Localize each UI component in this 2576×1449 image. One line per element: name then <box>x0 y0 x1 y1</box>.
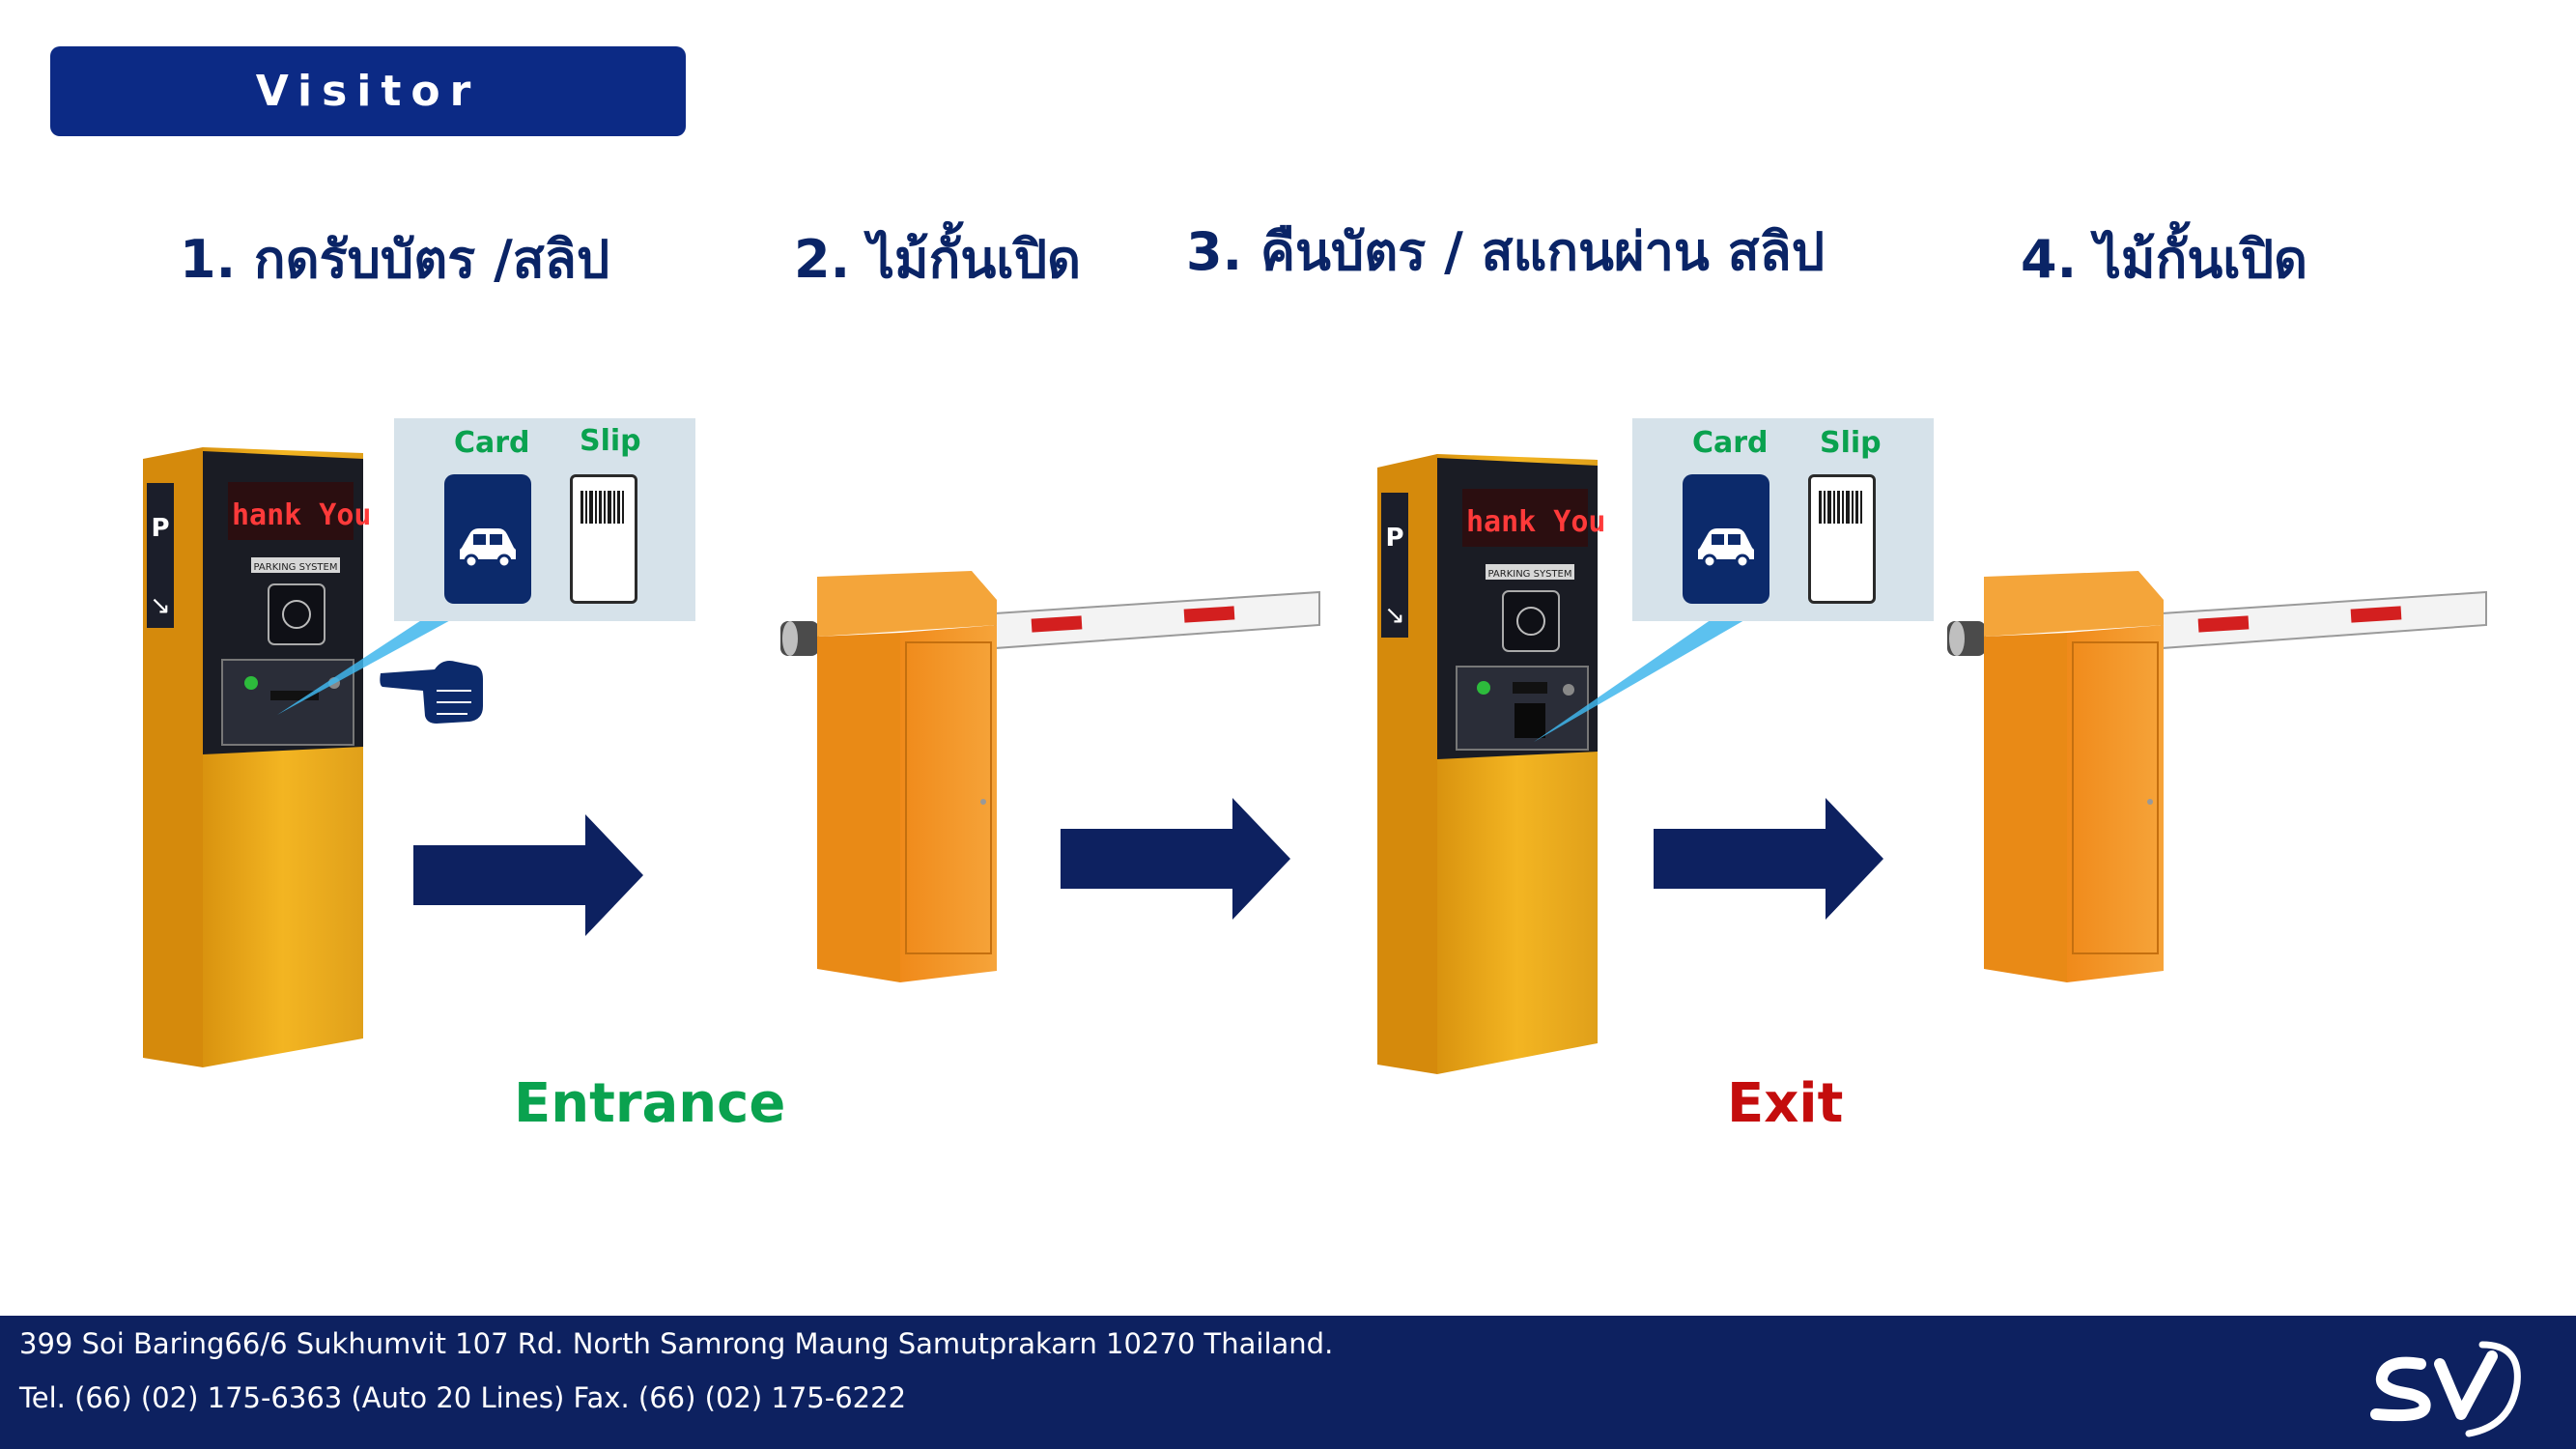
ticket-kiosk-exit: P ↘ hank You PARKING SYSTEM <box>1377 454 1606 1074</box>
arrow-right-icon-2 <box>1061 798 1290 920</box>
car-icon <box>1698 528 1754 569</box>
card-label: Card <box>454 426 530 460</box>
barrier-gate-1 <box>780 571 1320 982</box>
barcode-icon <box>580 491 624 524</box>
led-display-text-exit: hank You <box>1466 505 1606 539</box>
parking-slip <box>570 474 637 604</box>
parking-card <box>1683 474 1769 604</box>
footer: 399 Soi Baring66/6 Sukhumvit 107 Rd. Nor… <box>0 1316 2576 1449</box>
page-title: Visitor <box>255 67 481 116</box>
step-1-heading: 1. กดรับบัตร /สลิป <box>180 229 610 290</box>
svg-text:↘: ↘ <box>150 591 171 620</box>
arrow-right-icon-1 <box>413 814 643 936</box>
slip-label: Slip <box>1820 426 1882 460</box>
footer-phone: Tel. (66) (02) 175-6363 (Auto 20 Lines) … <box>19 1381 907 1414</box>
exit-label: Exit <box>1727 1072 1844 1135</box>
svg-text:P: P <box>151 514 169 543</box>
barrier-gate-2 <box>1947 571 2487 982</box>
footer-address: 399 Soi Baring66/6 Sukhumvit 107 Rd. Nor… <box>19 1327 1334 1360</box>
card-label: Card <box>1692 426 1769 460</box>
car-icon <box>460 528 516 569</box>
slip-label: Slip <box>580 424 641 458</box>
arrow-right-icon-3 <box>1654 798 1883 920</box>
parking-card <box>444 474 531 604</box>
svg-text:PARKING SYSTEM: PARKING SYSTEM <box>254 562 338 573</box>
card-slip-panel-exit: Card Slip <box>1632 418 1934 621</box>
company-logo <box>2370 1341 2521 1437</box>
entrance-label: Entrance <box>514 1072 786 1135</box>
step-3-heading: 3. คืนบัตร / สแกนผ่าน สลิป <box>1186 221 1825 282</box>
svg-text:↘: ↘ <box>1384 601 1405 630</box>
scan-beam-exit <box>1534 609 1744 742</box>
parking-slip <box>1808 474 1876 604</box>
led-display-text: hank You <box>232 498 372 532</box>
barcode-icon <box>1819 491 1862 524</box>
step-2-heading: 2. ไม้กั้นเปิด <box>794 229 1082 290</box>
svg-text:PARKING SYSTEM: PARKING SYSTEM <box>1488 569 1572 580</box>
ticket-kiosk-entrance: P ↘ hank You PARKING SYSTEM <box>143 447 372 1067</box>
title-badge: Visitor <box>50 46 686 136</box>
card-slip-panel-entrance: Card Slip <box>394 418 695 621</box>
pointing-hand-icon <box>380 661 483 724</box>
step-4-heading: 4. ไม้กั้นเปิด <box>2021 229 2308 290</box>
svg-text:P: P <box>1385 524 1403 553</box>
